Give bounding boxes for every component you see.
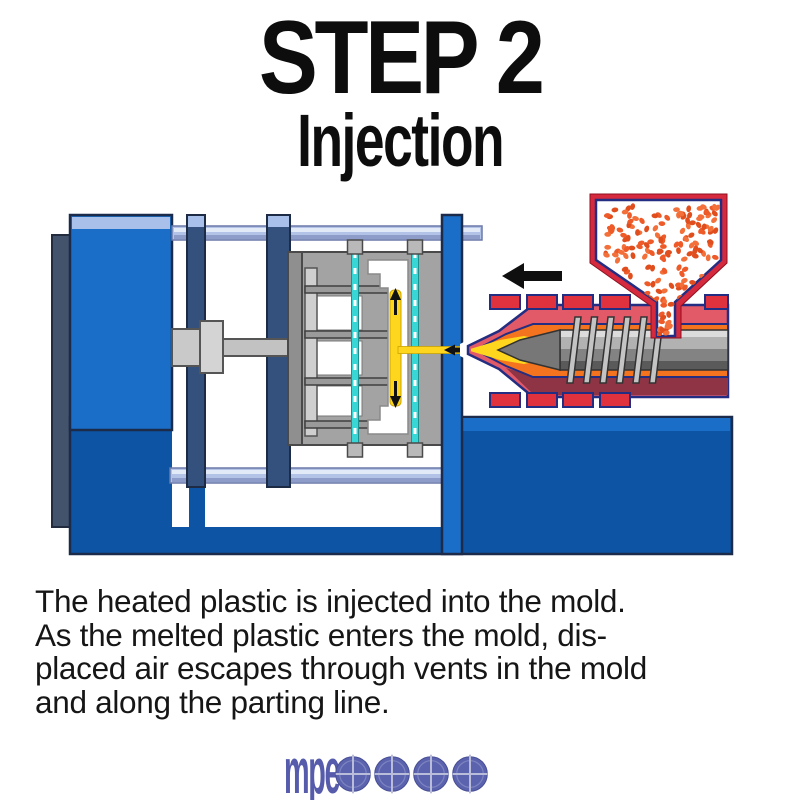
page-subtitle: Injection	[296, 99, 505, 182]
logo-globe-icon	[452, 754, 488, 794]
heater-bands	[489, 294, 729, 408]
injection-unit	[460, 294, 730, 408]
hopper	[589, 193, 728, 339]
tie-bar-top	[171, 225, 483, 241]
description-line: placed air escapes through vents in the …	[35, 650, 647, 686]
cooling-channel-left	[346, 239, 364, 458]
clamping-unit	[68, 213, 174, 432]
description-block: The heated plastic is injected into the …	[35, 583, 780, 720]
logo-globe-icon	[374, 754, 410, 794]
tie-bar-bottom	[169, 467, 463, 484]
clamp-block-top-band	[72, 217, 170, 229]
barrel-shadow-band	[533, 376, 728, 395]
screw-tip	[496, 329, 561, 371]
melt-flow-arrow-left	[444, 344, 462, 356]
base-notch-under-mold	[290, 446, 443, 527]
tie-bars	[169, 225, 483, 484]
logo-text: mpe	[284, 735, 341, 800]
screw-direction-arrow	[502, 263, 562, 289]
logo-globe-icon	[413, 754, 449, 794]
mold-clamp-plate	[287, 251, 303, 446]
title-block: STEP 2 Injection	[0, 6, 800, 178]
mold	[287, 239, 443, 458]
hydraulic-cylinder	[171, 320, 304, 374]
description-line: The heated plastic is injected into the …	[35, 583, 626, 619]
page-title: STEP 2	[258, 0, 545, 116]
description-line: As the melted plastic enters the mold, d…	[35, 616, 607, 653]
cylinder-body	[171, 328, 201, 367]
cylinder-head	[199, 320, 224, 374]
logo-globes	[335, 754, 488, 794]
plastic-pellets	[603, 203, 721, 336]
reciprocating-screw	[496, 316, 729, 384]
clamp-cylinder-block	[68, 213, 174, 432]
stationary-platen	[440, 213, 464, 556]
ejector-plate	[304, 267, 318, 437]
logo-globe-icon	[335, 754, 371, 794]
rear-frame-bar	[51, 234, 71, 528]
description-line: and along the parting line.	[35, 683, 390, 720]
